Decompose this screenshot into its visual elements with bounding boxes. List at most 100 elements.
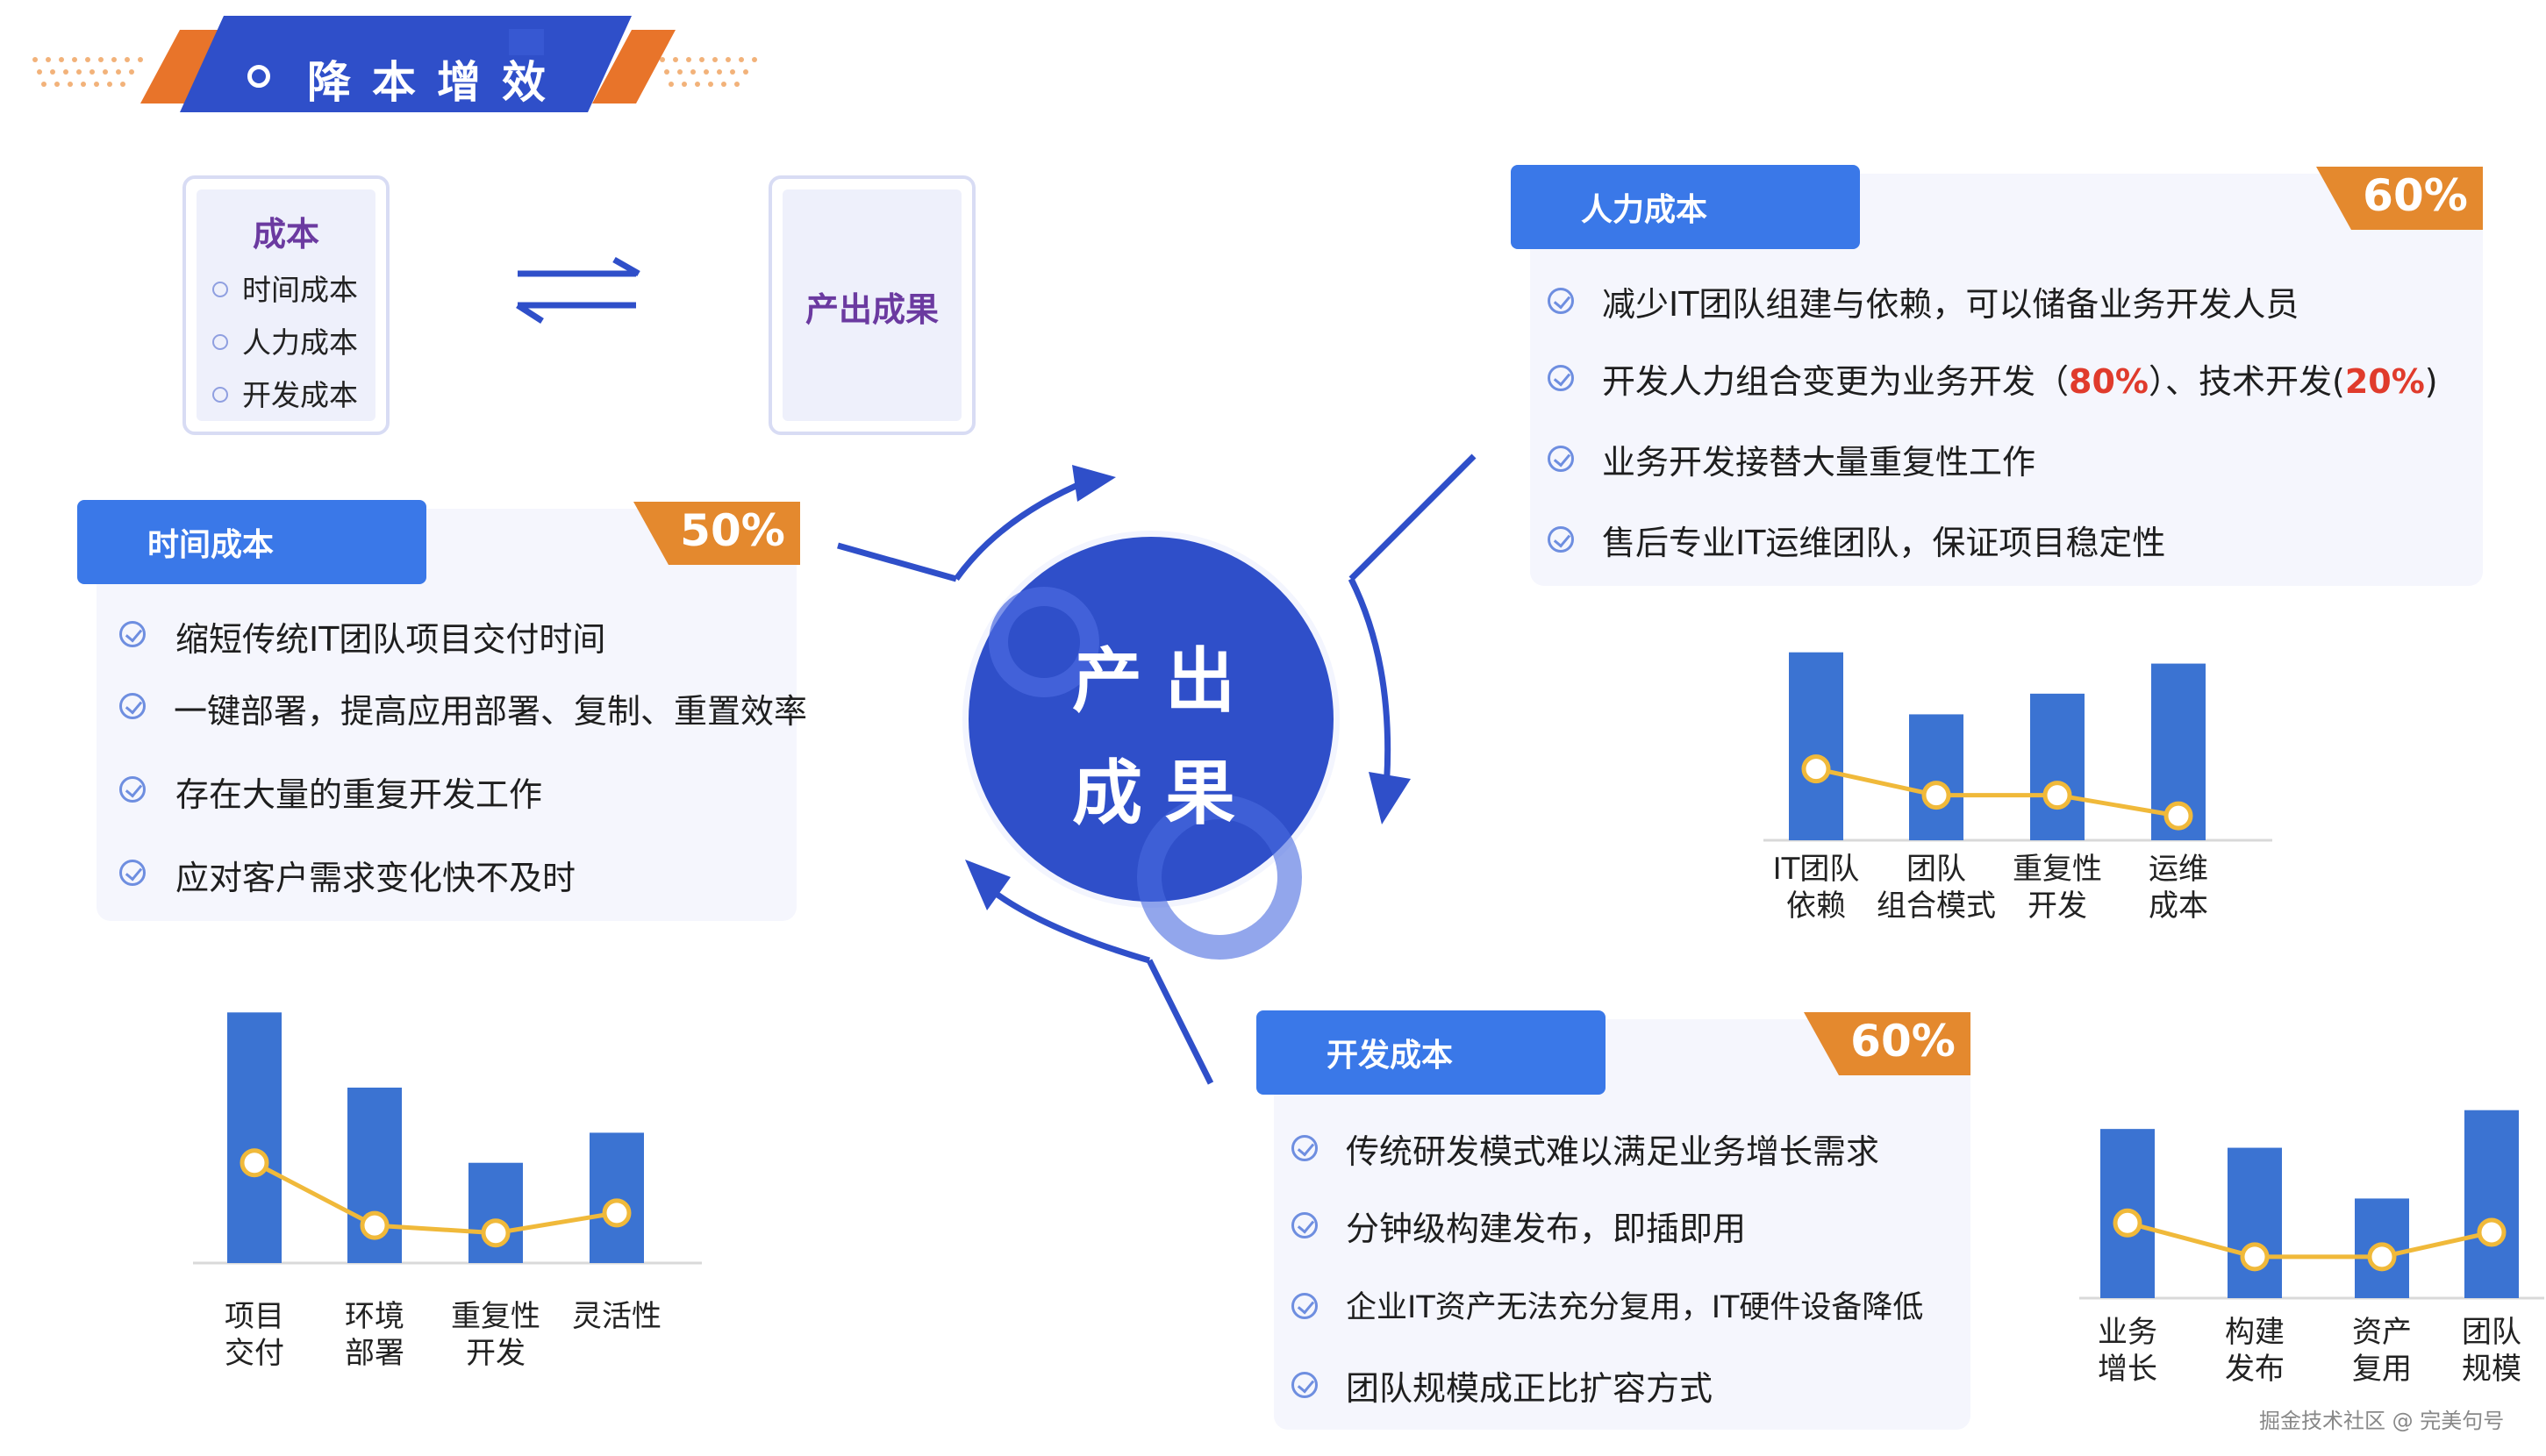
time-badge-shape [633,502,800,565]
chart-bar [468,1162,523,1263]
dev-item-0: 传统研发模式难以满足业务增长需求 [1346,1132,1880,1171]
chart-point [602,1198,632,1228]
chart-dev: 业务 增长 构建 发布 资产 复用团队 规模 [2079,1079,2544,1447]
human-item-1-pre: 开发人力组合变更为业务开发（ [1602,362,2070,401]
bullet-icon [212,386,228,403]
chart-bar [2228,1147,2282,1298]
human-item-1-post: ) [2424,362,2438,401]
cost-item-label: 时间成本 [242,273,358,307]
chart-point [2113,1208,2142,1238]
chart-category-label: 重复性 开发 [2013,852,2102,924]
dev-badge: 60% [1850,1016,1956,1067]
human-badge-shape [2316,167,2483,230]
dev-item-1: 分钟级构建发布，即插即用 [1346,1210,1747,1248]
chart-svg [2079,1110,2544,1300]
check-icon [119,860,146,886]
cost-box-title: 成本 [252,215,319,253]
chart-point [481,1218,511,1248]
bullet-icon [212,333,228,350]
output-box-title: 产出成果 [805,290,939,329]
chart-bar [1909,714,1963,840]
human-item-1-red1: 80% [2069,362,2149,401]
check-icon [1548,365,1574,391]
banner-graphic [32,16,757,112]
page-title: 降本增效 [307,57,567,108]
check-icon [119,693,146,719]
chart-line [1815,767,2179,818]
chart-category-label: 构建 发布 [2225,1315,2285,1387]
chart-category-label: 环境 部署 [345,1299,404,1371]
cost-item-label: 人力成本 [242,325,358,360]
check-icon [119,776,146,803]
human-item-1: 开发人力组合变更为业务开发（80%）、技术开发(20%) [1602,354,2438,403]
chart-bar [227,1012,282,1263]
check-icon [1291,1293,1318,1319]
human-item-0: 减少IT团队组建与依赖，可以储备业务开发人员 [1602,285,2299,324]
chart-bar [1789,652,1843,840]
time-item-3: 应对客户需求变化快不及时 [175,859,576,897]
chart-point [2367,1242,2397,1272]
dev-item-3: 团队规模成正比扩容方式 [1346,1369,1713,1408]
chart-category-label: 运维 成本 [2149,852,2208,924]
chart-category-label: 灵活性 [572,1299,662,1334]
check-icon [1291,1372,1318,1398]
cost-item-dev: 开发成本 [212,372,358,414]
human-cost-panel: 60% 人力成本 减少IT团队组建与依赖，可以储备业务开发人员 开发人力组合变更… [1511,165,2483,586]
cost-item-human: 人力成本 [212,319,358,361]
chart-category-label: 业务 增长 [2098,1315,2157,1387]
center-cycle-diagram [837,453,1477,1085]
check-icon [1548,288,1574,314]
chart-point [240,1148,269,1178]
cost-box: 成本 时间成本 人力成本 开发成本 [182,175,390,435]
output-box: 产出成果 [769,175,976,435]
chart-point [1801,754,1831,784]
center-text-line1: 产出 [1072,640,1258,722]
chart-time: 项目 交付 环境 部署重复性 开发灵活性 [193,974,719,1377]
chart-category-label: 重复性 开发 [451,1299,540,1371]
check-icon [119,621,146,647]
time-tab: 时间成本 [77,500,426,584]
check-icon [1291,1135,1318,1161]
title-banner: 降本增效 [18,16,790,112]
chart-category-label: 团队 规模 [2462,1315,2521,1387]
exchange-arrows-icon [516,256,640,324]
human-item-2: 业务开发接替大量重复性工作 [1602,443,2036,482]
cost-item-label: 开发成本 [242,378,358,412]
chart-point [2163,801,2193,831]
dev-badge-shape [1804,1012,1970,1075]
check-icon [1548,446,1574,472]
chart-bar [590,1132,644,1263]
chart-point [360,1210,390,1240]
dev-item-2: 企业IT资产无法充分复用，IT硬件设备降低 [1346,1290,1924,1325]
chart-point [2042,781,2072,810]
cost-box-inner [197,189,375,421]
check-icon [1291,1212,1318,1238]
bullet-icon [212,281,228,297]
human-tab: 人力成本 [1511,165,1860,249]
chart-human: IT团队 依赖团队 组合模式重复性 开发运维 成本 [1763,632,2290,956]
chart-svg [1763,652,2272,842]
output-box-inner [783,189,962,421]
chart-point [2240,1242,2270,1272]
dev-tab: 开发成本 [1256,1010,1606,1095]
time-cost-panel: 50% 时间成本 缩短传统IT团队项目交付时间 一键部署，提高应用部署、复制、重… [77,500,807,921]
check-icon [1548,526,1574,553]
time-item-1: 一键部署，提高应用部署、复制、重置效率 [174,692,808,731]
chart-bar [2030,693,2085,840]
chart-category-label: 资产 复用 [2352,1315,2412,1387]
chart-line [253,1160,618,1236]
chart-point [2477,1217,2507,1247]
chart-line [2127,1220,2492,1260]
cost-item-time: 时间成本 [212,267,358,309]
human-item-1-red2: 20% [2344,362,2425,401]
chart-category-label: 项目 交付 [225,1299,284,1371]
human-badge: 60% [2363,170,2468,221]
time-item-0: 缩短传统IT团队项目交付时间 [175,620,606,659]
time-badge: 50% [680,505,785,556]
chart-category-label: IT团队 依赖 [1772,852,1860,924]
chart-svg [193,1012,702,1265]
banner-bullet-icon [247,65,270,88]
chart-category-label: 团队 组合模式 [1877,852,1996,924]
center-text-line2: 成果 [1072,753,1258,834]
time-item-2: 存在大量的重复开发工作 [175,775,543,814]
